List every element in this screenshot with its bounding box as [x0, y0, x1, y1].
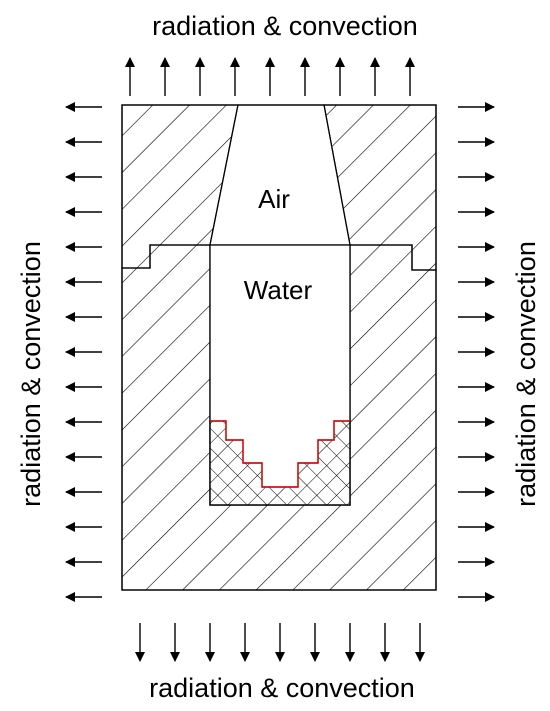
air-label: Air — [258, 184, 290, 214]
bottom-label: radiation & convection — [149, 673, 415, 703]
left-label: radiation & convection — [16, 241, 46, 507]
water-label: Water — [244, 275, 313, 305]
top-arrows — [125, 57, 415, 96]
right-arrows — [458, 102, 495, 602]
bottom-arrows — [135, 623, 425, 662]
top-label: radiation & convection — [152, 11, 418, 41]
left-arrows — [65, 102, 102, 602]
right-label: radiation & convection — [511, 241, 541, 507]
mold-outline — [121, 104, 437, 591]
cast-part-interface — [210, 420, 350, 488]
